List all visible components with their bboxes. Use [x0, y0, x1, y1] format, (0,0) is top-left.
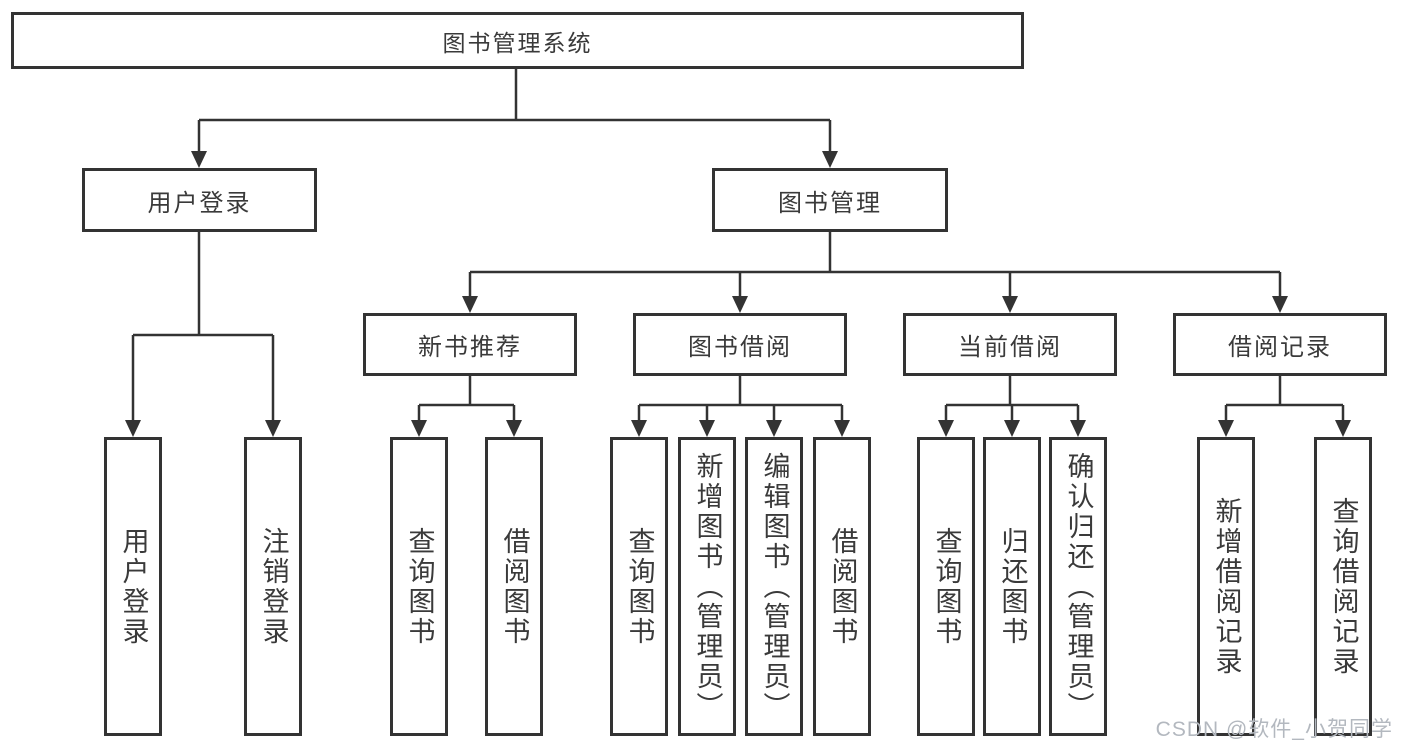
- node-label: 确认归还（管理员）: [1063, 451, 1094, 722]
- node-label: 图书管理系统: [442, 29, 593, 56]
- node-new-book-recommendation: 新书推荐: [363, 313, 577, 376]
- node-label: 归还图书: [997, 526, 1028, 647]
- node-leaf-query-books-current: 查询图书: [917, 437, 975, 736]
- node-leaf-logout: 注销登录: [244, 437, 302, 736]
- node-label: 注销登录: [258, 526, 289, 647]
- node-leaf-return-books: 归还图书: [983, 437, 1041, 736]
- node-label: 新书推荐: [418, 334, 522, 361]
- node-current-borrowing: 当前借阅: [903, 313, 1117, 376]
- node-leaf-query-borrow-record: 查询借阅记录: [1314, 437, 1372, 736]
- node-label: 查询图书: [931, 526, 962, 647]
- node-leaf-borrow-books: 借阅图书: [813, 437, 871, 736]
- node-label: 图书管理: [778, 189, 882, 217]
- node-leaf-query-books-borrowing: 查询图书: [610, 437, 668, 736]
- node-leaf-borrow-books-recommend: 借阅图书: [485, 437, 543, 736]
- node-label: 借阅记录: [1228, 334, 1332, 361]
- node-label: 新增借阅记录: [1211, 496, 1242, 677]
- node-label: 用户登录: [118, 526, 149, 647]
- node-label: 借阅图书: [827, 526, 858, 647]
- node-leaf-add-borrow-record: 新增借阅记录: [1197, 437, 1255, 736]
- node-library-management-system: 图书管理系统: [11, 12, 1024, 69]
- node-leaf-query-books-recommend: 查询图书: [390, 437, 448, 736]
- node-label: 图书借阅: [688, 334, 792, 361]
- node-leaf-edit-books-admin: 编辑图书（管理员）: [745, 437, 803, 736]
- node-label: 查询借阅记录: [1328, 496, 1359, 677]
- node-leaf-confirm-return-admin: 确认归还（管理员）: [1049, 437, 1107, 736]
- node-leaf-user-login: 用户登录: [104, 437, 162, 736]
- node-label: 当前借阅: [958, 334, 1062, 361]
- node-borrowing-records: 借阅记录: [1173, 313, 1387, 376]
- node-label: 编辑图书（管理员）: [759, 451, 790, 722]
- node-book-management-module: 图书管理: [712, 168, 948, 232]
- node-label: 新增图书（管理员）: [692, 451, 723, 722]
- node-leaf-add-books-admin: 新增图书（管理员）: [678, 437, 736, 736]
- node-label: 用户登录: [147, 189, 252, 217]
- node-label: 查询图书: [404, 526, 435, 647]
- node-label: 借阅图书: [499, 526, 530, 647]
- node-book-borrowing: 图书借阅: [633, 313, 847, 376]
- node-user-login-module: 用户登录: [82, 168, 317, 232]
- node-label: 查询图书: [624, 526, 655, 647]
